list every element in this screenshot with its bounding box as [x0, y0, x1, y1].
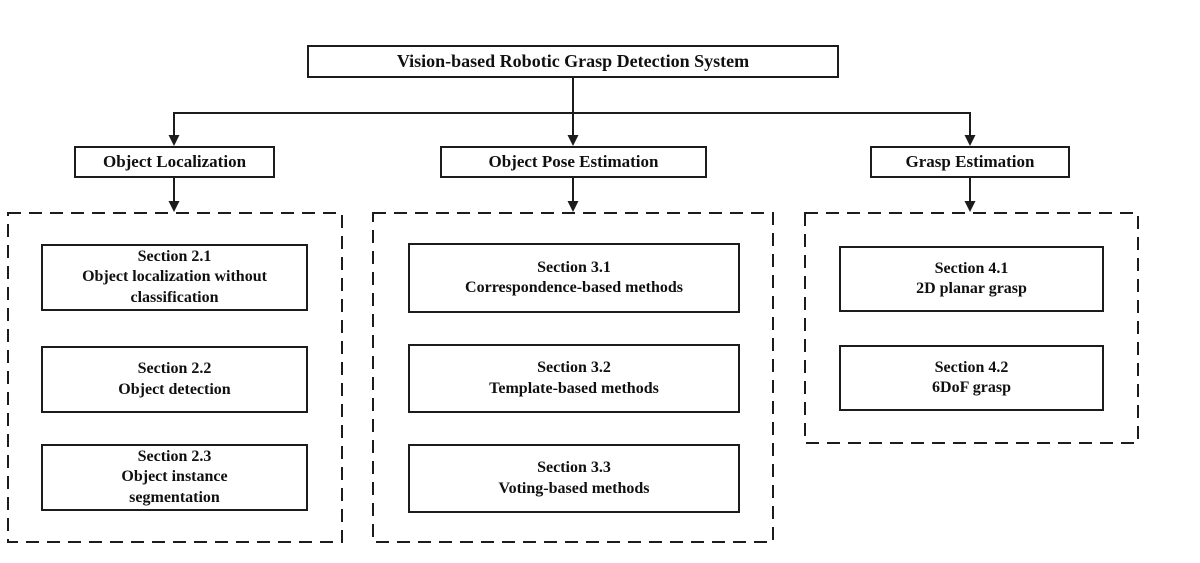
section-node-2-1: Section 2.1 Object localization without …	[41, 244, 308, 311]
arrowhead-to-pose-group	[567, 201, 579, 212]
section-subtitle: Voting-based methods	[498, 479, 650, 497]
section-node-4-1: Section 4.1 2D planar grasp	[839, 246, 1104, 312]
branch-node-object-localization: Object Localization	[74, 146, 275, 178]
root-node-label: Vision-based Robotic Grasp Detection Sys…	[396, 51, 750, 71]
section-title: Section 2.2	[137, 360, 212, 378]
section-subtitle: 6DoF grasp	[932, 379, 1011, 396]
section-title: Section 2.3	[137, 447, 212, 465]
arrowhead-to-grasp-group	[964, 201, 976, 212]
branch-node-object-pose-estimation: Object Pose Estimation	[440, 146, 707, 178]
group-outline-object-pose-estimation	[372, 212, 774, 543]
branch-label: Object Pose Estimation	[488, 152, 659, 171]
section-title: Section 4.1	[934, 259, 1009, 277]
section-node-2-2: Section 2.2 Object detection	[41, 346, 308, 413]
arrowhead-to-object-pose-estimation	[567, 135, 579, 146]
section-title: Section 3.1	[537, 258, 611, 276]
section-title: Section 3.3	[537, 459, 611, 477]
arrowhead-to-localization-group	[168, 201, 180, 212]
branch-label: Grasp Estimation	[905, 152, 1035, 171]
branch-node-grasp-estimation: Grasp Estimation	[870, 146, 1070, 178]
section-node-2-3: Section 2.3 Object instance segmentation	[41, 444, 308, 511]
branch-label: Object Localization	[102, 152, 247, 171]
arrowhead-to-object-localization	[168, 135, 180, 146]
section-subtitle: Correspondence-based methods	[465, 279, 683, 296]
arrowhead-to-grasp-estimation	[964, 135, 976, 146]
section-title: Section 2.1	[137, 247, 212, 265]
section-node-3-2: Section 3.2 Template-based methods	[408, 344, 740, 413]
root-node: Vision-based Robotic Grasp Detection Sys…	[307, 45, 839, 78]
section-subtitle: Template-based methods	[489, 379, 659, 397]
section-node-3-3: Section 3.3 Voting-based methods	[408, 444, 740, 513]
section-subtitle: Object detection	[118, 380, 231, 398]
section-subtitle: 2D planar grasp	[916, 280, 1027, 297]
group-outline-object-localization	[7, 212, 343, 543]
section-node-3-1: Section 3.1 Correspondence-based methods	[408, 243, 740, 313]
section-node-4-2: Section 4.2 6DoF grasp	[839, 345, 1104, 411]
section-title: Section 4.2	[934, 358, 1009, 376]
section-subtitle: Object localization without classificati…	[82, 268, 267, 306]
group-outline-grasp-estimation	[804, 212, 1139, 444]
section-title: Section 3.2	[537, 359, 611, 377]
section-subtitle: Object instance segmentation	[121, 468, 228, 506]
